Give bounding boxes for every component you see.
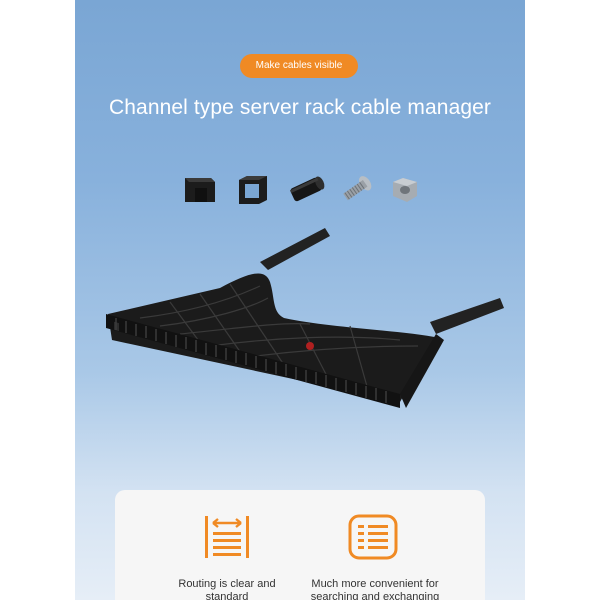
features-card: Routing is clear and standard Much more …	[115, 490, 485, 600]
make-cables-visible-badge: Make cables visible	[240, 54, 358, 78]
list-document-icon	[348, 514, 398, 560]
square-bracket-part-icon	[239, 176, 267, 204]
product-panel: Make cables visible Channel type server …	[75, 0, 525, 600]
accessories-row	[175, 164, 425, 216]
feature-label-routing: Routing is clear and standard	[178, 578, 276, 600]
feature-label-searching: Much more convenient for searching and e…	[310, 578, 440, 600]
cylinder-part-icon	[289, 176, 325, 202]
screw-part-icon	[343, 176, 372, 201]
page-title: Channel type server rack cable manager	[109, 96, 491, 119]
routing-arrows-icon	[205, 516, 249, 558]
clip-part-icon	[185, 178, 215, 202]
cage-nut-part-icon	[393, 178, 417, 202]
cable-manager-product-image	[106, 228, 504, 408]
